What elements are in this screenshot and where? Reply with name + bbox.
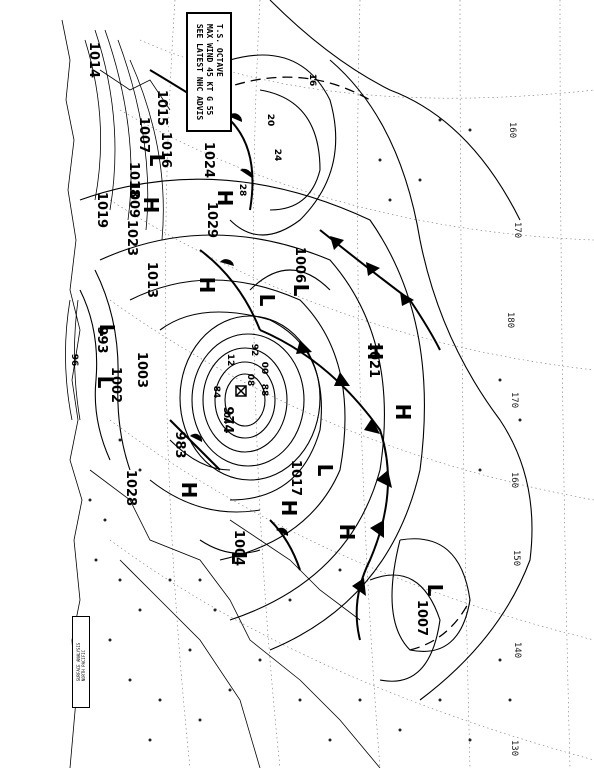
advisory-line-2: MAX WIND 45 KT G 55 [205, 23, 214, 116]
longitude-label: 170 [509, 392, 519, 408]
low-pressure-center: L [227, 552, 251, 565]
pressure-label: 1023 [124, 220, 139, 256]
isobar-value: 12 [225, 354, 235, 367]
chart-caption-box: SURFACE ANALYSIS NORTH PACIFIC [72, 616, 90, 708]
pressure-label: 1007 [136, 117, 151, 153]
isobar-value: 92 [249, 344, 259, 357]
low-pressure-center: L [289, 284, 313, 297]
low-pressure-center: L [255, 294, 279, 307]
pressure-label: 1006 [292, 247, 307, 283]
pressure-label: 1029 [204, 202, 219, 238]
pressure-label: 1015 [154, 90, 169, 126]
pressure-label: 1016 [158, 132, 173, 168]
advisory-line-1: T.S. OCTAVE [215, 23, 224, 77]
longitude-label: 160 [507, 122, 517, 138]
pressure-label: 983 [172, 431, 187, 458]
pressure-label: 1002 [108, 367, 123, 403]
trough [219, 76, 471, 651]
high-pressure-center: H [391, 404, 415, 421]
pressure-label: 1018 [126, 162, 141, 198]
longitude-label: 160 [509, 472, 519, 488]
isobars [79, 0, 533, 701]
caption-line-2: NORTH PACIFIC [81, 649, 86, 682]
low-pressure-center: L [423, 584, 447, 597]
low-pressure-center: L [93, 376, 117, 389]
high-pressure-center: H [177, 482, 201, 499]
isobar-value: 00 [259, 362, 269, 375]
isobar-value: 20 [265, 114, 275, 127]
pressure-label: 1021 [366, 342, 381, 378]
high-pressure-center: H [195, 277, 219, 294]
longitude-label: 130 [509, 740, 519, 756]
low-pressure-center: L [95, 324, 119, 337]
isobar-value: 84 [211, 386, 221, 399]
high-pressure-center: H [213, 190, 237, 207]
pressure-label: 1004 [231, 530, 246, 566]
high-pressure-center: H [139, 197, 163, 214]
cold-front [259, 229, 441, 641]
longitude-label: 140 [512, 642, 522, 658]
pressure-label: 1013 [144, 262, 159, 298]
pressure-label: 1007 [414, 600, 429, 636]
longitude-label: 150 [511, 550, 521, 566]
storm-advisory-box: T.S. OCTAVE MAX WIND 45 KT G 55 SEE LATE… [186, 12, 232, 132]
high-pressure-center: H [363, 344, 387, 361]
pressure-label: 1014 [86, 42, 101, 78]
pressure-label: 1003 [134, 352, 149, 388]
longitude-label: 180 [505, 312, 515, 328]
tropical-storm-symbol [235, 385, 247, 397]
isobar-value: 08 [245, 374, 255, 387]
isobar-value: 96 [69, 354, 79, 367]
high-pressure-center: H [335, 524, 359, 541]
low-pressure-center: L [145, 154, 169, 167]
isobar-value: 04 [221, 412, 231, 425]
longitude-label: 170 [512, 222, 522, 238]
isobar-value: 24 [272, 149, 282, 162]
isobars-fine [65, 29, 164, 421]
pressure-label: 993 [94, 326, 109, 353]
isobar-value: 16 [307, 74, 317, 87]
isobar-value: 88 [259, 384, 269, 397]
pressure-label: 1009 [126, 182, 141, 218]
low-pressure-center: L [313, 464, 337, 477]
high-pressure-center: H [277, 500, 301, 517]
pressure-label: 1017 [288, 460, 303, 496]
isobar-value-labels: 16 20 24 28 08 12 04 00 96 92 88 84 [69, 74, 317, 425]
advisory-line-3: SEE LATEST NHC ADVIS [195, 23, 204, 121]
pressure-label: 1028 [123, 470, 138, 506]
pressure-label: 974 [220, 406, 235, 433]
pressure-label: 1024 [201, 142, 216, 178]
isobar-value: 28 [237, 184, 247, 197]
pressure-label: 1019 [94, 192, 109, 228]
station-plots [88, 118, 522, 742]
longitude-labels: 160 170 180 170 160 150 140 130 [505, 122, 522, 756]
